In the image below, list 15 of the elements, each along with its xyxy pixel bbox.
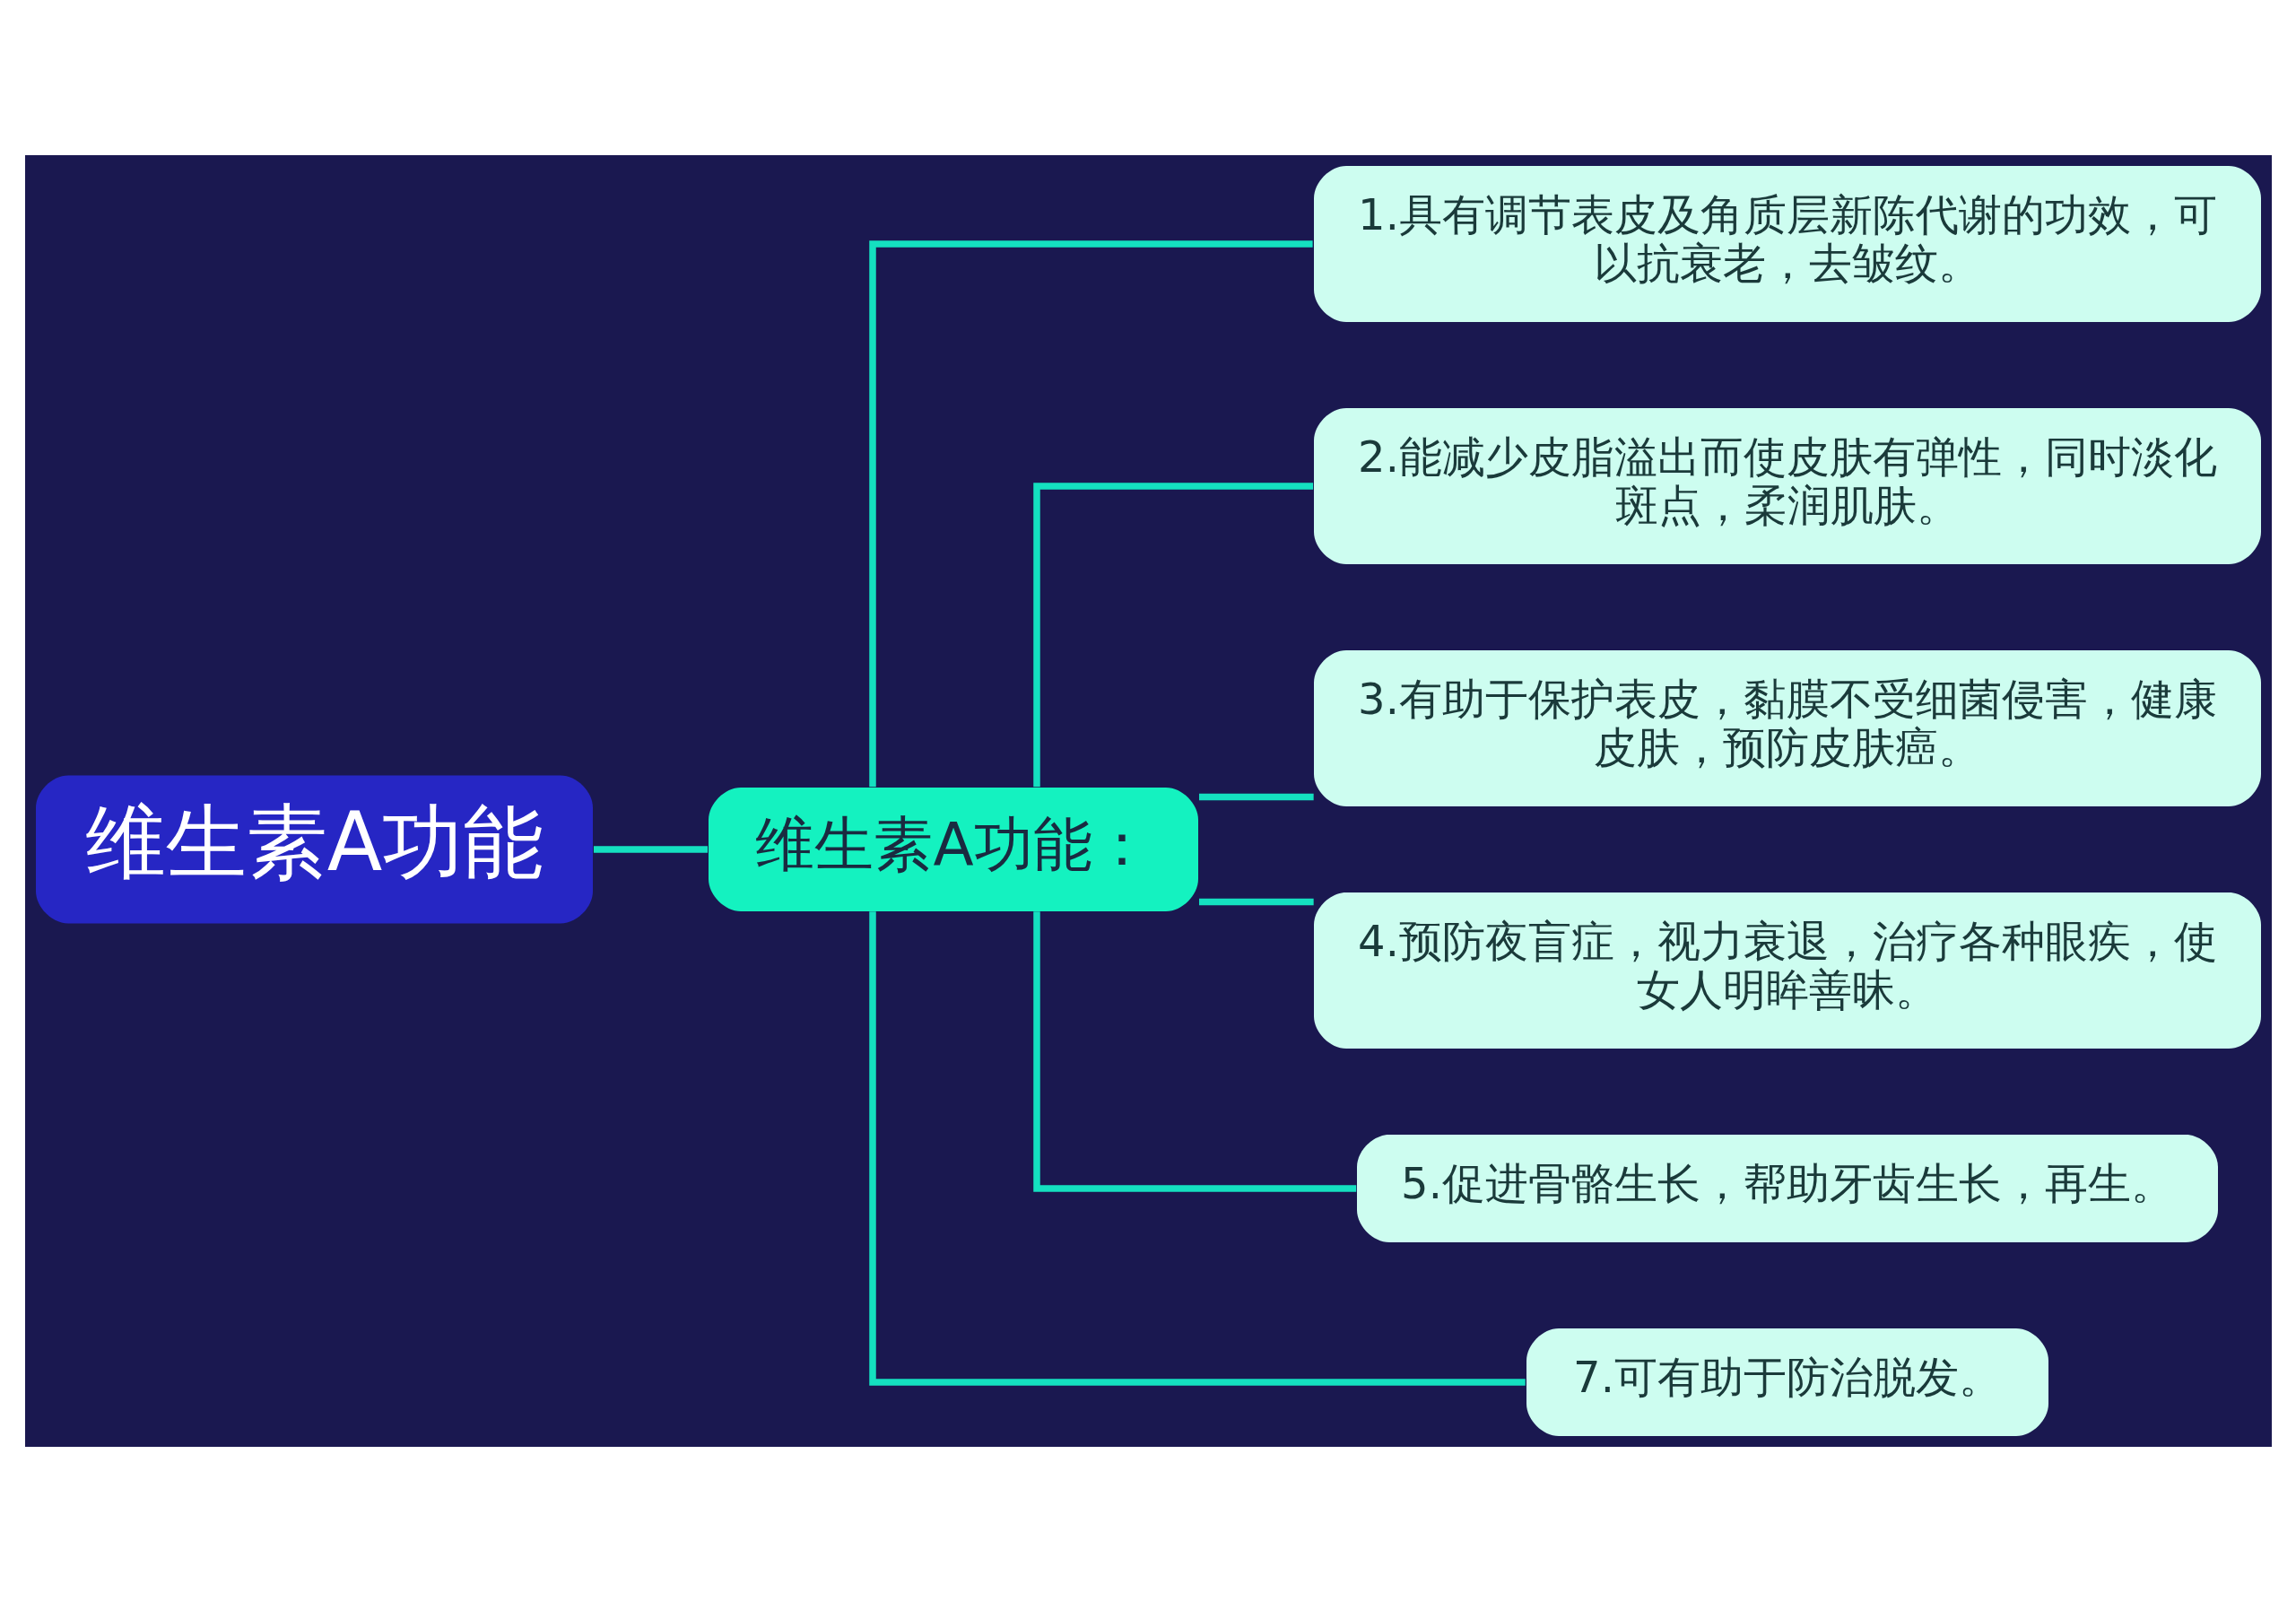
connector [593,846,708,853]
connector [1198,898,1314,906]
node-box: 3.有助于保护表皮，黏膜不受细菌侵害，健康皮肤，预防皮肤癌。 [1313,650,2261,806]
node-box: 4.预防夜盲症，视力衰退，治疗各种眼疾，使女人明眸善昧。 [1313,892,2261,1049]
connector [868,240,1313,788]
node-box: 维生素A功能 [35,775,593,924]
connector [1032,483,1313,788]
node-box: 1.具有调节表皮及角质层新陈代谢的功效，可以抗衰老，去皱纹。 [1313,166,2261,322]
connector [1032,911,1356,1192]
node-box: 7.可有助于防治脱发。 [1526,1328,2048,1436]
node-box: 2.能减少皮脂溢出而使皮肤有弹性，同时淡化斑点，柔润肌肤。 [1313,408,2261,564]
connector [1198,793,1314,801]
node-box: 维生素A功能： [708,788,1198,911]
connector [868,911,1526,1386]
node-box: 5.促进骨骼生长，帮助牙齿生长，再生。 [1356,1135,2218,1242]
